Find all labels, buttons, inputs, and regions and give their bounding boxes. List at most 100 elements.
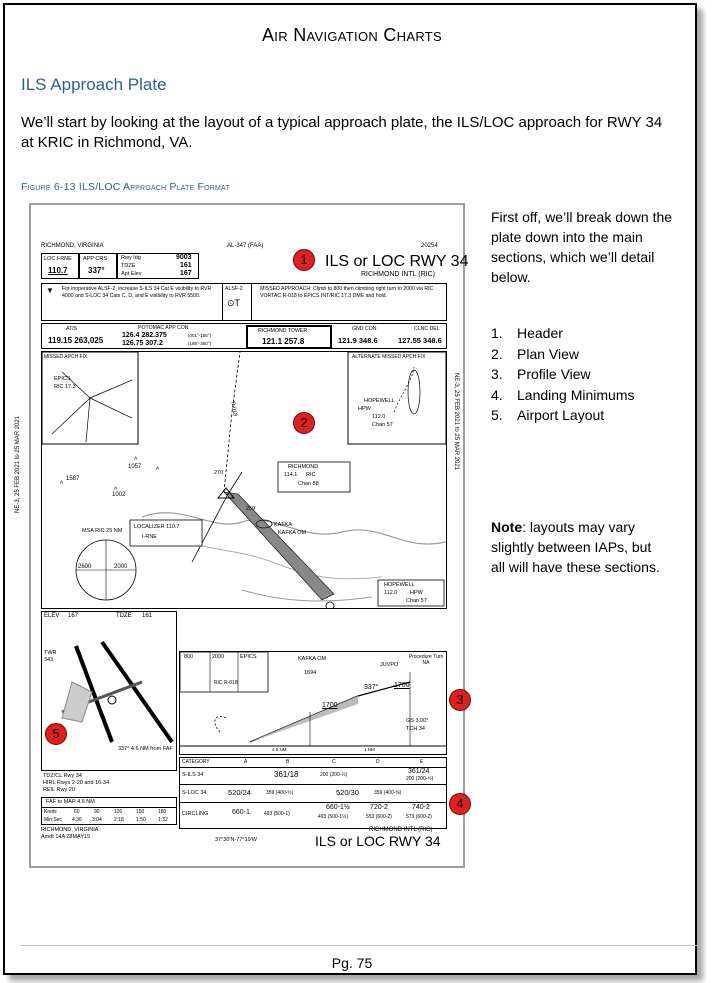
- minsec-label: Min:Sec: [44, 817, 63, 823]
- crs-box: APP CRS 337°: [79, 253, 117, 279]
- notes-row: ▼ For inoperative ALSF-2, increase S-ILS…: [41, 283, 447, 321]
- profile-view: 800 2000 EPICS RIC R-018 KAFKA OM JUVPO …: [179, 651, 447, 755]
- airport-layout-drawing: [61, 640, 174, 744]
- twr-label: TWR: [44, 650, 57, 656]
- circ-d-height: 553 (600-2): [366, 814, 392, 820]
- vortac-icon: [216, 487, 236, 499]
- richmond-label: RICHMOND: [288, 464, 319, 470]
- obstacle-1057: 1057: [128, 464, 142, 470]
- msa-alt-2: 2000: [114, 564, 128, 570]
- list-item: 1.Header: [491, 323, 635, 344]
- list-item: 4.Landing Minimums: [491, 385, 635, 406]
- loc-label: LOC I-RNE: [44, 256, 72, 262]
- prof-2000: 2000: [212, 654, 225, 660]
- section-badge-5: 5: [45, 723, 67, 745]
- richmond-vortac-box: [277, 461, 351, 493]
- plate-code: 20254: [421, 243, 438, 249]
- tdze-value: 161: [180, 262, 192, 269]
- list-item: 3.Profile View: [491, 364, 635, 385]
- airport-diagram: ELEV 167 TDZE 161 TWR 343 337° 4.6 NM fr…: [41, 611, 177, 771]
- gnd-freq: 121.9 348.6: [338, 336, 378, 345]
- kafka-label: KAFKA: [274, 522, 293, 528]
- sloc-cde: 520/30: [336, 788, 359, 797]
- side-date-right: NE-3, 25 FEB 2021 to 25 MAR 2021: [453, 373, 459, 471]
- rwy-ldg-label: Rwy Idg: [121, 255, 141, 261]
- section-badge-2: 2: [293, 412, 315, 434]
- circ-e: 740-2: [412, 804, 430, 811]
- potomac-freq2: 126.75 307.2: [122, 340, 163, 347]
- epics-ric-label: RIC 17.3: [54, 384, 76, 390]
- missed-approach-text: MISSED APPROACH: Climb to 800 then climb…: [260, 286, 434, 299]
- knots-1: 90: [94, 809, 100, 815]
- apron: [61, 681, 93, 723]
- apt-elev-label: Apt Elev: [121, 271, 142, 277]
- circling-label: CIRCLING: [182, 811, 209, 817]
- footer-city: RICHMOND, VIRGINIA: [41, 827, 99, 833]
- alt-1700b: 1700: [322, 702, 338, 709]
- category-label: CATEGORY: [182, 759, 210, 765]
- frequency-row: ATIS 119.15 263,025 POTOMAC APP CON 126.…: [41, 323, 447, 349]
- section-badge-1: 1: [293, 249, 315, 271]
- minsec-1: 3:04: [92, 817, 102, 823]
- cat-c: C: [332, 759, 336, 765]
- list-item: 2.Plan View: [491, 344, 635, 365]
- plan-view: ^ ^ ^ ^ MISSED APCH FIX ALTERNATE MISSED…: [41, 351, 447, 609]
- knots-0: 60: [74, 809, 80, 815]
- approach-plate-figure: RICHMOND, VIRGINIA AL-347 (FAA) 20254 IL…: [15, 203, 471, 868]
- holding-pattern: [407, 369, 421, 415]
- tower-box: RICHMOND TOWER 121.1 257.8: [246, 325, 332, 349]
- note-text: : layouts may vary slightly between IAPs…: [491, 519, 660, 575]
- minimums-table: CATEGORY A B C D E S-ILS 34 361/18 200 (…: [179, 757, 447, 829]
- side-date-left: NE-3, 25 FEB 2021 to 25 MAR 2021: [15, 415, 21, 513]
- dist-46: 4.5 NM: [272, 747, 287, 752]
- plate-al-number: AL-347 (FAA): [227, 243, 264, 249]
- radial-line: [89, 397, 133, 419]
- list-label: Airport Layout: [517, 407, 605, 423]
- kafka-om-label: KAFKA OM: [278, 530, 307, 536]
- missed-track: [223, 352, 241, 493]
- list-number: 1.: [491, 325, 503, 341]
- atis-label: ATIS: [66, 326, 78, 332]
- knots-2: 120: [114, 809, 123, 815]
- plate-city: RICHMOND, VIRGINIA: [41, 243, 104, 249]
- crs-value: 337°: [88, 266, 105, 275]
- section-badge-3: 3: [449, 689, 471, 711]
- obstacle-1587: 1587: [66, 476, 80, 482]
- alt-missed-fix-inset: [347, 352, 446, 445]
- outer-marker-icon: [255, 519, 273, 529]
- row-divider: [42, 807, 176, 808]
- runway: [100, 640, 174, 744]
- approach-plate: RICHMOND, VIRGINIA AL-347 (FAA) 20254 IL…: [15, 213, 468, 853]
- footer-amdt: Amdt 14A 28MAY15: [41, 834, 91, 840]
- missed-fix-label: MISSED APCH FIX: [44, 354, 88, 360]
- alt-hopewell-chan: Chan 57: [372, 422, 393, 428]
- gnd-label: GND CON: [352, 326, 377, 332]
- hopewell-freq: 112.0: [384, 590, 398, 596]
- localizer-label: LOCALIZER 110.7: [134, 524, 180, 530]
- circ-c: 660-1½: [326, 804, 350, 811]
- alt-hopewell-id: HPW: [358, 406, 371, 412]
- sils-label: S-ILS 34: [182, 772, 204, 778]
- section-title: ILS Approach Plate: [21, 75, 167, 94]
- crs-label: APP CRS: [83, 256, 108, 262]
- document-page: Air Navigation Charts ILS Approach Plate…: [3, 3, 703, 975]
- list-number: 3.: [491, 366, 503, 382]
- sloc-ab: 520/24: [228, 788, 251, 797]
- obstacle-1002: 1002: [112, 492, 126, 498]
- richmond-id: RIC: [306, 472, 316, 478]
- reil-note: REIL Rwy 20: [43, 787, 75, 793]
- radial-line: [51, 397, 91, 435]
- prof-kafka-om: KAFKA OM: [298, 656, 327, 662]
- minsec-3: 1:50: [136, 817, 146, 823]
- hopewell-chan: Chan 57: [406, 598, 427, 604]
- radial-270: 270: [214, 470, 224, 476]
- row-divider: [180, 784, 446, 785]
- sections-list: 1.Header 2.Plan View 3.Profile View 4.La…: [491, 323, 635, 426]
- faf-label: FAF to MAP 4.6 NM: [46, 799, 95, 805]
- potomac-label: POTOMAC APP CON: [138, 325, 189, 331]
- apt-elev-value: 167: [180, 270, 192, 277]
- localizer-id: I-RNE: [142, 534, 157, 540]
- lighting-icon: ⊙T: [227, 298, 241, 308]
- sloc-cde-height: 359 (400-⅝): [374, 790, 402, 796]
- list-label: Landing Minimums: [517, 386, 635, 403]
